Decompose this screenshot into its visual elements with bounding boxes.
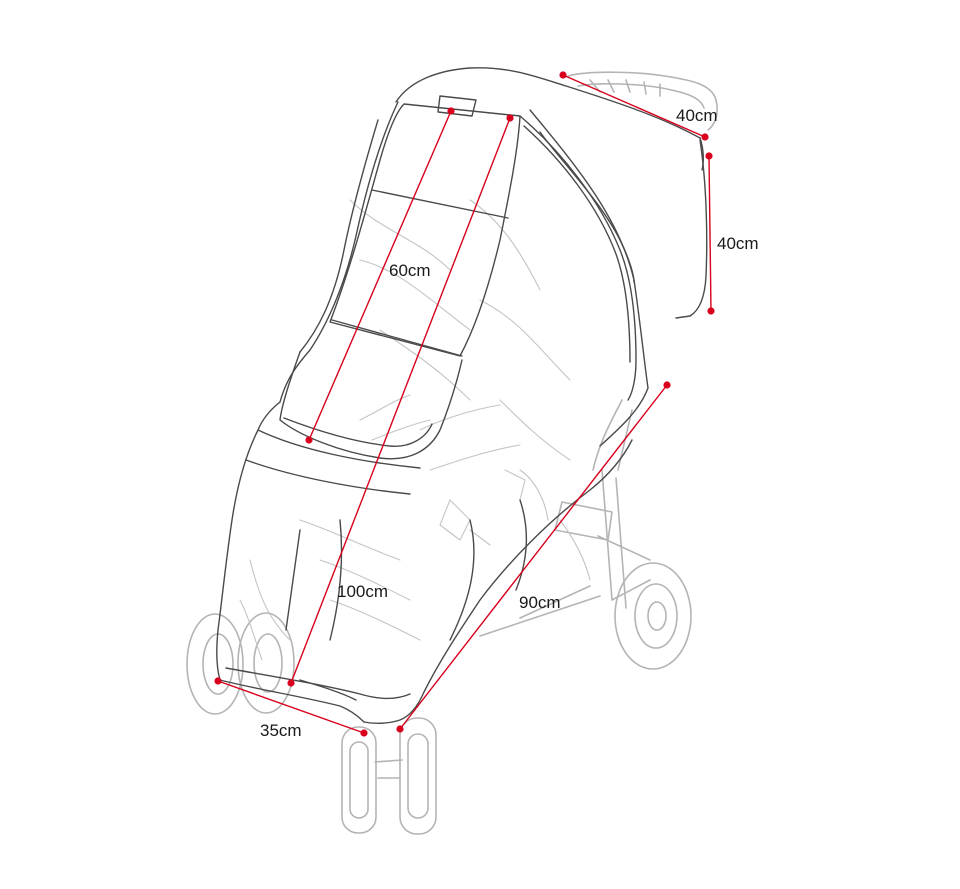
cover-right-edge [599, 279, 649, 447]
side-zipper [519, 115, 637, 401]
inner-left-wheel [237, 612, 295, 714]
interior-detail [239, 199, 591, 661]
canopy-top [395, 67, 701, 139]
dim-point [559, 71, 567, 79]
label-front: 100cm [337, 582, 388, 601]
dim-line-handle-width [562, 74, 706, 138]
front-wheel-left [341, 726, 377, 834]
dim-point [287, 679, 295, 687]
rear-right-wheel [614, 562, 692, 670]
stroller-frame-sketch [186, 71, 718, 835]
handle-bar [567, 71, 718, 131]
dim-point [360, 729, 368, 737]
label-side: 90cm [519, 593, 561, 612]
rear-right-wheel-hub [634, 583, 678, 649]
dim-point [506, 114, 514, 122]
dim-point [707, 307, 715, 315]
label-window: 60cm [389, 261, 431, 280]
dim-point [705, 152, 713, 160]
dim-line-canopy-height [708, 155, 712, 312]
dim-line-base [217, 680, 365, 734]
cover-body [215, 401, 281, 681]
dim-point [447, 107, 455, 115]
dim-line-side [399, 384, 668, 730]
dim-line-front [290, 117, 511, 684]
cover-hem [225, 667, 411, 700]
window-frame-left [279, 101, 399, 403]
label-handle-width: 40cm [676, 106, 718, 125]
rear-left-wheel [186, 613, 244, 715]
rain-cover-sketch [215, 67, 708, 725]
canopy-side [689, 139, 708, 317]
dim-point [396, 725, 404, 733]
label-base: 35cm [260, 721, 302, 740]
dim-point [663, 381, 671, 389]
window-flap [279, 351, 463, 460]
label-canopy-height: 40cm [717, 234, 759, 253]
dim-point [701, 133, 709, 141]
dimension-labels: 40cm 40cm 60cm 100cm 90cm 35cm [260, 106, 759, 740]
dim-line-window [308, 110, 452, 441]
dimension-lines [214, 71, 715, 737]
window-panel [329, 103, 521, 357]
front-wheel-right [399, 717, 437, 835]
dim-point [214, 677, 222, 685]
rear-frame [597, 469, 651, 609]
dim-point [305, 436, 313, 444]
